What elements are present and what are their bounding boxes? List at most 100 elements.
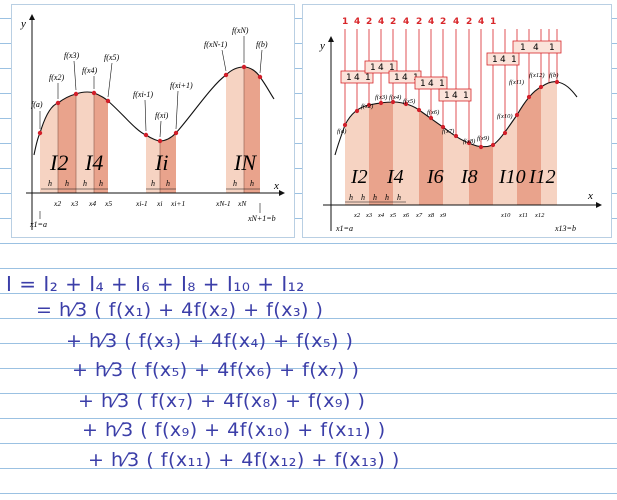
weight-label: 4 bbox=[354, 17, 360, 27]
left-tick-xi-1: xi-1 bbox=[135, 199, 148, 208]
right-h-label: h bbox=[349, 193, 353, 202]
rule-line bbox=[0, 318, 617, 319]
weight-box: 1 4 1 bbox=[438, 88, 472, 102]
left-point-labels: f(a) f(x2) f(x3) f(x4) f(x5) f(xi-1) f(x… bbox=[31, 26, 268, 120]
equation-line-5: + h⁄3 ( f(x₇) + 4f(x₈) + f(x₉) ) bbox=[78, 390, 366, 412]
equation-line-6: + h⁄3 ( f(x₉) + 4f(x₁₀) + f(x₁₁) ) bbox=[82, 419, 386, 441]
left-strip-label-i2: I2 bbox=[49, 150, 68, 175]
weight-box-1: 1 bbox=[444, 91, 450, 101]
weight-label: 2 bbox=[390, 17, 396, 27]
right-strip-label-i2: I2 bbox=[350, 166, 368, 188]
left-tick-xi+1: xi+1 bbox=[170, 199, 185, 208]
left-h-label: h bbox=[151, 179, 155, 188]
weight-box-1: 1 bbox=[346, 73, 352, 83]
right-label-fx10: f(x10) bbox=[497, 113, 513, 120]
weight-label: 1 bbox=[342, 17, 348, 27]
left-label-fx4: f(x4) bbox=[82, 66, 97, 75]
left-label-fxi-1: f(xi-1) bbox=[133, 90, 153, 99]
right-strip-label-i6: I6 bbox=[426, 166, 444, 188]
simpson-diagram-left: x y f(a) f(x2) f(x3) f(x4) f(x5) f(xi-1)… bbox=[12, 5, 294, 237]
left-tick-x3: x3 bbox=[70, 199, 78, 208]
right-tick-x4: x4 bbox=[377, 212, 385, 219]
right-label-fx4: f(x4) bbox=[389, 94, 401, 101]
weight-label: 4 bbox=[453, 17, 459, 27]
left-tick-x5: x5 bbox=[104, 199, 112, 208]
rule-line bbox=[0, 493, 617, 494]
left-h-label: h bbox=[233, 179, 237, 188]
weight-box-1: 1 bbox=[520, 43, 526, 53]
equation-line-7: + h⁄3 ( f(x₁₁) + 4f(x₁₂) + f(x₁₃) ) bbox=[88, 449, 400, 471]
left-x-ticks: x2 x3 x4 x5 xi-1 xi xi+1 xN-1 xN bbox=[53, 199, 247, 208]
strip-left-7 bbox=[226, 67, 244, 193]
left-h-label: h bbox=[83, 179, 87, 188]
rule-line bbox=[0, 293, 617, 294]
left-strip-label-ii: Ii bbox=[154, 150, 168, 175]
rule-line bbox=[0, 343, 617, 344]
strip-left-4 bbox=[94, 93, 108, 193]
left-h-markers: h h h h h h h h bbox=[48, 179, 254, 188]
weight-box-1: 1 bbox=[394, 73, 400, 83]
weight-box-4: 4 bbox=[452, 91, 458, 101]
left-tick-xn-1: xN-1 bbox=[215, 199, 231, 208]
right-strip-label-i4: I4 bbox=[386, 166, 404, 188]
left-label-fx2: f(x2) bbox=[49, 73, 64, 82]
weight-box: 1 4 1 bbox=[486, 52, 520, 66]
strip-left-2 bbox=[58, 94, 76, 193]
weight-label: 4 bbox=[378, 17, 384, 27]
right-tick-x5: x5 bbox=[389, 212, 397, 219]
rule-line bbox=[0, 368, 617, 369]
right-tick-x2: x2 bbox=[353, 212, 361, 219]
right-top-weights: 1 4 2 4 2 4 2 4 2 4 2 4 1 bbox=[342, 17, 496, 27]
right-tick-x6: x6 bbox=[402, 212, 410, 219]
left-h-label: h bbox=[99, 179, 103, 188]
left-strip-label-i4: I4 bbox=[84, 150, 103, 175]
right-strip-labels: I2 I4 I6 I8 I10 I12 bbox=[350, 166, 556, 188]
right-weight-guides bbox=[344, 29, 558, 147]
weight-box-4: 4 bbox=[533, 43, 539, 53]
strip-left-5 bbox=[146, 135, 160, 193]
right-label-fx12: f(x12) bbox=[529, 72, 545, 79]
right-label-fx3: f(x3) bbox=[375, 94, 387, 101]
left-label-fb: f(b) bbox=[256, 40, 268, 49]
left-h-label: h bbox=[48, 179, 52, 188]
weight-box-1b: 1 bbox=[439, 79, 445, 89]
right-label-fx8: f(x8) bbox=[463, 138, 475, 145]
left-label-pointers bbox=[39, 36, 263, 138]
right-label-fx2: f(x2) bbox=[361, 103, 373, 110]
right-tick-x10: x10 bbox=[500, 212, 511, 219]
strip-left-6 bbox=[160, 133, 176, 193]
rule-line bbox=[0, 268, 617, 269]
right-weight-boxes: 1 4 1 1 4 1 1 4 1 1 bbox=[340, 40, 562, 102]
rule-line bbox=[0, 468, 617, 469]
right-tick-x11: x11 bbox=[518, 212, 528, 219]
weight-box-1: 1 bbox=[370, 63, 376, 73]
left-label-fx5: f(x5) bbox=[104, 53, 119, 62]
right-label-fx6: f(x6) bbox=[427, 109, 439, 116]
right-h-label: h bbox=[397, 193, 401, 202]
weight-box: 1 4 1 bbox=[364, 60, 398, 74]
left-x-end: xN+1=b bbox=[247, 214, 276, 223]
weight-box-1: 1 bbox=[420, 79, 426, 89]
right-tick-x9: x9 bbox=[439, 212, 447, 219]
right-h-markers: h h h h h bbox=[349, 193, 401, 202]
left-label-fxi+1: f(xi+1) bbox=[170, 81, 193, 90]
right-x-ticks: x2 x3 x4 x5 x6 x7 x8 x9 x10 x11 x12 bbox=[353, 212, 545, 219]
right-label-fb: f(b) bbox=[549, 72, 558, 79]
weight-box-1b: 1 bbox=[511, 55, 517, 65]
left-tick-x2: x2 bbox=[53, 199, 61, 208]
weight-box: 1 4 1 bbox=[340, 70, 374, 84]
weight-box-1b: 1 bbox=[389, 63, 395, 73]
weight-label: 1 bbox=[490, 17, 496, 27]
left-h-label: h bbox=[166, 179, 170, 188]
weight-box-4: 4 bbox=[500, 55, 506, 65]
left-x-start: x1=a bbox=[29, 220, 47, 229]
right-strips bbox=[345, 81, 557, 205]
weight-box-4: 4 bbox=[428, 79, 434, 89]
right-sample-points bbox=[342, 79, 560, 150]
right-axis-y-label: y bbox=[319, 40, 325, 52]
weight-box: 1 4 1 bbox=[512, 40, 562, 54]
simpson-diagram-right: 1 4 2 4 2 4 2 4 2 4 2 4 1 1 4 1 bbox=[303, 5, 611, 237]
rule-line bbox=[0, 243, 617, 244]
left-label-fa: f(a) bbox=[31, 100, 43, 109]
